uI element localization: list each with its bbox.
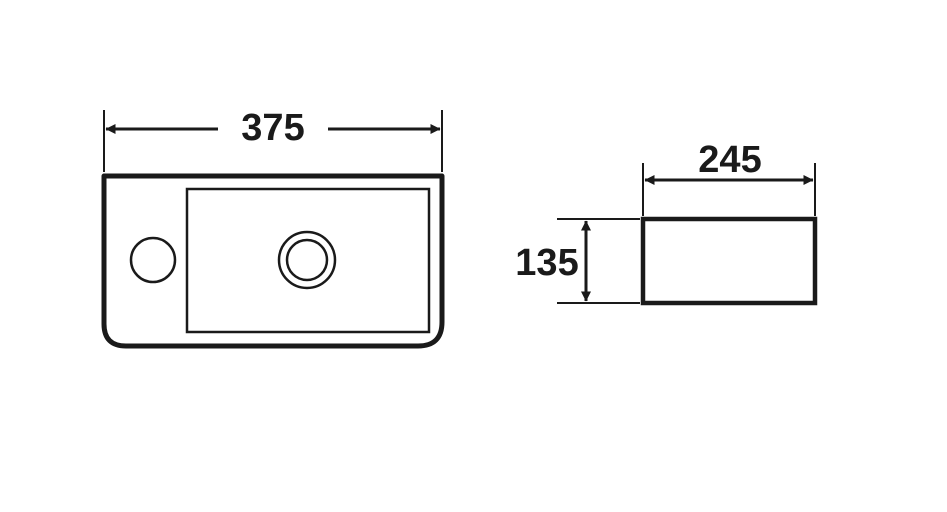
- width-dimension-label: 375: [241, 107, 304, 149]
- drain-outer-ring: [277, 230, 337, 290]
- basin-outline: [101, 173, 445, 349]
- basin-side-view: 245 135: [515, 139, 818, 306]
- depth-dimension-label: 245: [698, 139, 761, 181]
- basin-top-view: 375: [101, 107, 445, 349]
- drain-inner-ring: [285, 238, 329, 282]
- tap-hole: [129, 236, 177, 284]
- side-profile-outline: [640, 216, 818, 306]
- height-dimension-label: 135: [515, 242, 578, 284]
- bowl-inner-outline: [185, 187, 431, 334]
